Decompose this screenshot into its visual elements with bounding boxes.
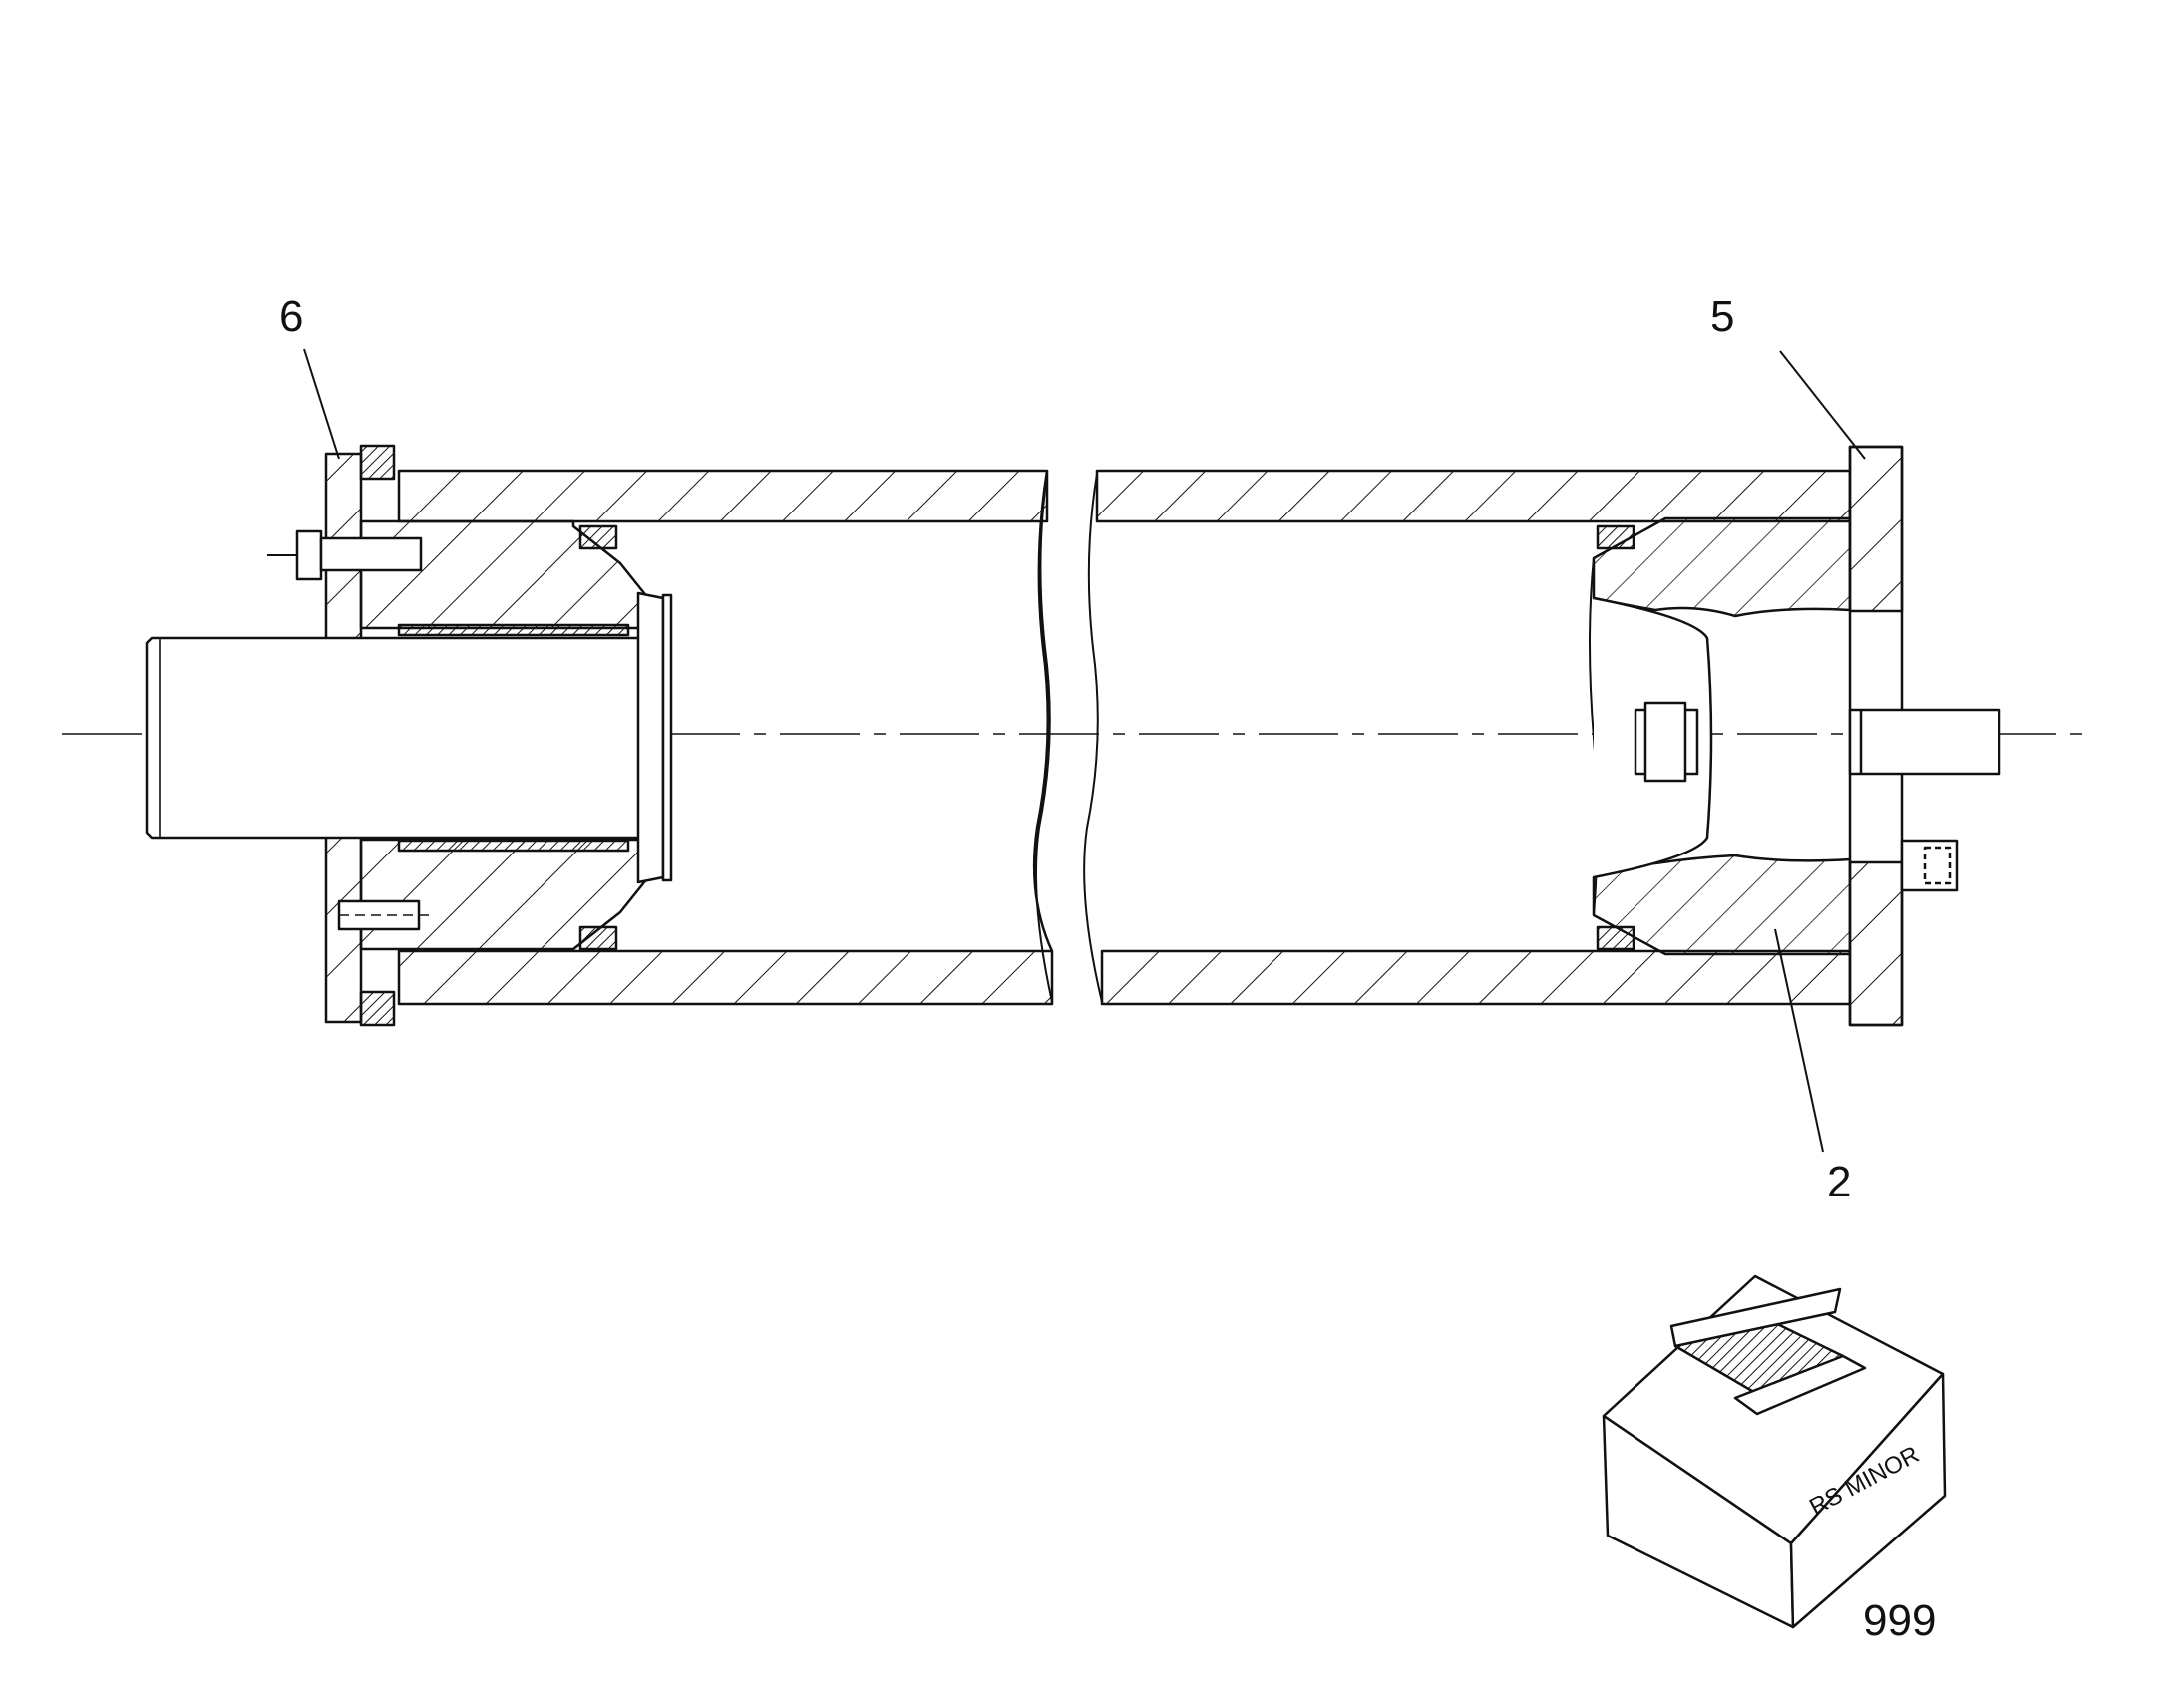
barrel-left-section: [397, 469, 1054, 1006]
callout-6: 6: [279, 292, 303, 341]
callout-2: 2: [1827, 1158, 1851, 1206]
rod-guide-lower: [359, 838, 650, 951]
leader-line-6: [303, 348, 340, 460]
flange-bolt-lower: [337, 899, 429, 931]
callout-5: 5: [1710, 292, 1734, 341]
leader-line-5: [1779, 350, 1866, 460]
leader-line-2: [1774, 928, 1824, 1153]
end-cap-insert: [1589, 516, 1852, 956]
port-fitting: [1848, 708, 2001, 892]
barrel-right-section: [1095, 469, 1852, 1006]
flange-bolt-upper: [267, 529, 423, 581]
break-line-right: [1083, 473, 1103, 1003]
break-line-left: [1034, 473, 1053, 1003]
piston-rod: [145, 636, 650, 840]
rod-guide-upper: [359, 519, 650, 637]
kit-box-icon: [1602, 1274, 1947, 1629]
piston-head: [636, 591, 673, 884]
kit-number: 999: [1863, 1596, 1936, 1645]
